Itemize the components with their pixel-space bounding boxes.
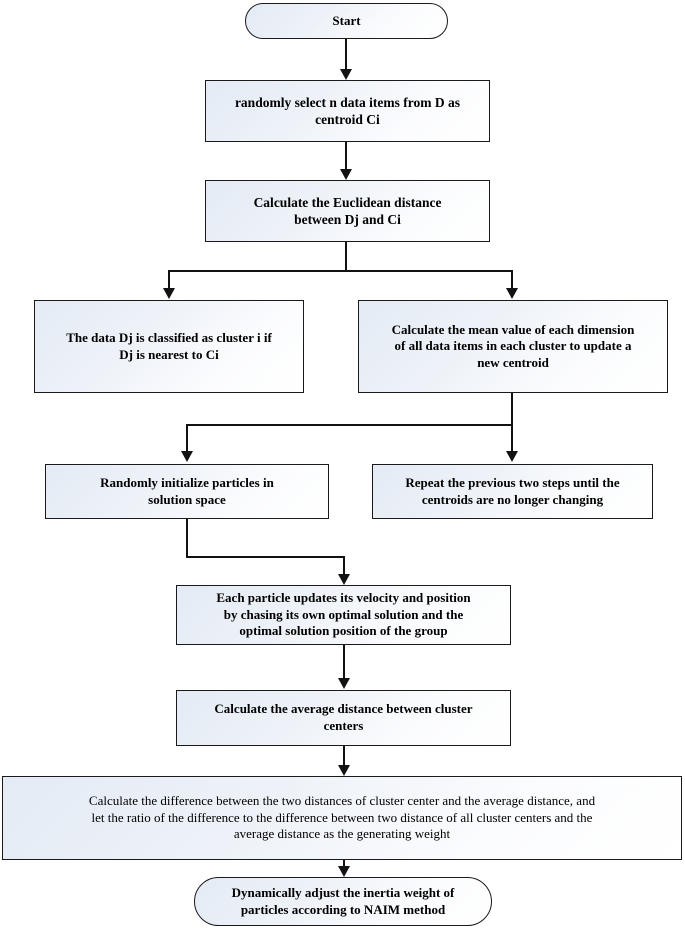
arrowhead-mean-fork-left: [180, 451, 193, 462]
node-select-centroids-label: randomly select n data items from D as c…: [234, 94, 461, 127]
connector-mean-fork-right-drop: [511, 424, 513, 452]
arrowhead-euclidean-fork-right: [505, 288, 518, 299]
connector-euclidean-fork-bar: [168, 270, 513, 272]
connector-average-to-weight: [343, 746, 345, 768]
node-init-particles[interactable]: Randomly initialize particles in solutio…: [45, 464, 329, 519]
node-mean-value-centroid[interactable]: Calculate the mean value of each dimensi…: [358, 300, 668, 393]
node-euclidean-distance-label: Calculate the Euclidean distance between…: [253, 194, 442, 227]
connector-weight-to-inertia: [343, 860, 345, 870]
arrowhead-init-to-update: [337, 574, 350, 585]
node-update-velocity-position-label: Each particle updates its velocity and p…: [216, 590, 471, 639]
connector-init-elbow-drop: [343, 556, 345, 576]
arrowhead-start-to-select: [339, 69, 352, 80]
arrowhead-select-to-euclidean: [339, 169, 352, 180]
node-average-distance[interactable]: Calculate the average distance between c…: [176, 690, 511, 746]
node-generating-weight-label: Calculate the difference between the two…: [88, 793, 596, 842]
arrowhead-average-to-weight: [337, 765, 350, 776]
node-init-particles-label: Randomly initialize particles in solutio…: [100, 474, 274, 507]
node-average-distance-label: Calculate the average distance between c…: [214, 701, 473, 733]
arrowhead-update-to-average: [337, 678, 350, 689]
connector-euclidean-fork-right-drop: [511, 270, 513, 290]
connector-start-to-select: [345, 39, 347, 71]
connector-mean-fork-stem: [511, 393, 513, 426]
arrowhead-weight-to-inertia: [337, 866, 350, 877]
node-repeat-until-stable-label: Repeat the previous two steps until the …: [405, 474, 620, 507]
connector-euclidean-fork-stem: [345, 242, 347, 272]
node-adjust-inertia-weight[interactable]: Dynamically adjust the inertia weight of…: [194, 877, 492, 926]
node-adjust-inertia-weight-label: Dynamically adjust the inertia weight of…: [231, 884, 455, 917]
connector-mean-fork-left-drop: [186, 424, 188, 452]
connector-update-to-average: [343, 645, 345, 680]
connector-mean-fork-bar: [186, 424, 513, 426]
node-start[interactable]: Start: [245, 3, 448, 39]
node-generating-weight[interactable]: Calculate the difference between the two…: [2, 776, 682, 860]
connector-init-elbow-down: [186, 519, 188, 558]
node-select-centroids[interactable]: randomly select n data items from D as c…: [205, 80, 490, 142]
connector-euclidean-fork-left-drop: [168, 270, 170, 290]
node-mean-value-centroid-label: Calculate the mean value of each dimensi…: [391, 321, 635, 370]
connector-select-to-euclidean: [345, 142, 347, 171]
arrowhead-euclidean-fork-left: [162, 288, 175, 299]
connector-init-elbow-across: [186, 556, 345, 558]
node-update-velocity-position[interactable]: Each particle updates its velocity and p…: [176, 585, 511, 645]
node-euclidean-distance[interactable]: Calculate the Euclidean distance between…: [205, 180, 490, 242]
node-start-label: Start: [332, 12, 361, 28]
arrowhead-mean-fork-right: [505, 451, 518, 462]
node-repeat-until-stable[interactable]: Repeat the previous two steps until the …: [372, 464, 653, 519]
node-classify-data-label: The data Dj is classified as cluster i i…: [66, 329, 272, 362]
node-classify-data[interactable]: The data Dj is classified as cluster i i…: [34, 300, 304, 393]
